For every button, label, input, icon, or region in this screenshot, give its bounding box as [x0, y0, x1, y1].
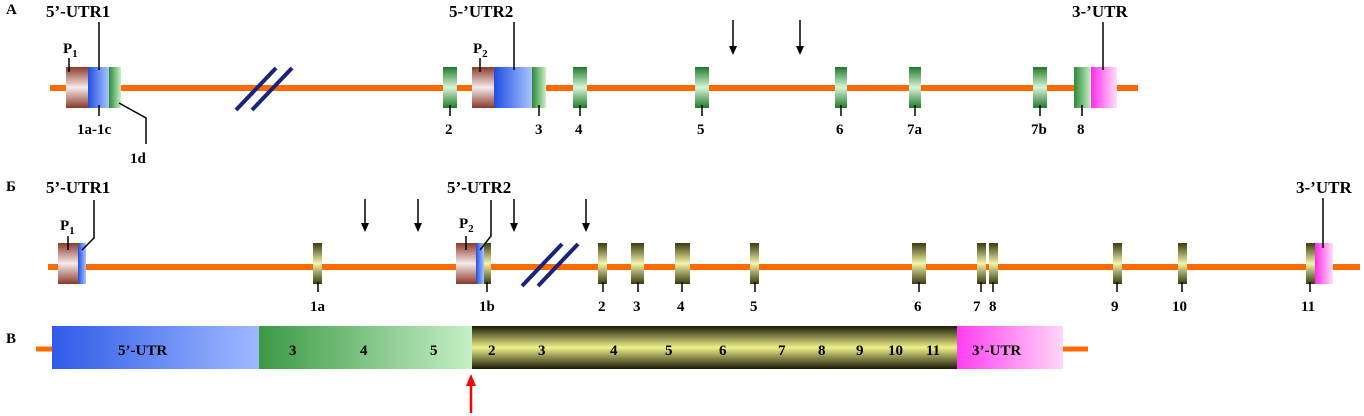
row-v-label-y8: 8 — [818, 343, 826, 359]
row-v-label-y10: 10 — [888, 343, 903, 359]
row-v-label-y6: 6 — [719, 343, 727, 359]
row-b-arrow-3 — [510, 199, 518, 232]
row-b-exon-1b — [484, 243, 491, 284]
row-a-exon-label-2: 2 — [445, 122, 453, 138]
row-a-exon-3 — [532, 67, 546, 108]
row-a-utr5-2-label: 5-’UTR2 — [449, 2, 513, 21]
row-v-red-arrow — [466, 374, 476, 413]
row-a-exon-4 — [573, 67, 587, 108]
row-a-exon-8 — [1074, 67, 1091, 108]
row-b-letter: Б — [6, 179, 16, 195]
row-b-exon-1a — [313, 243, 322, 284]
row-a-letter: А — [6, 2, 17, 18]
row-a-exon-label-6: 6 — [836, 122, 844, 138]
row-v-label-y7: 7 — [778, 343, 786, 359]
row-a-exon-label-7b: 7b — [1031, 122, 1047, 138]
row-a-promoter-2 — [472, 67, 494, 108]
row-b-utr5-1-label: 5’-UTR1 — [46, 178, 110, 197]
row-v-utr3-segment — [957, 326, 1063, 369]
row-b-exon-8 — [989, 243, 998, 284]
row-v-utr5-segment — [52, 326, 259, 369]
row-b-promoter-2 — [456, 243, 476, 284]
row-b-exon-11 — [1306, 243, 1315, 284]
row-a-exon-5 — [695, 67, 709, 108]
row-v-label-g5: 5 — [430, 343, 438, 359]
row-b-exon-6 — [912, 243, 926, 284]
row-a-exon-label-8: 8 — [1077, 122, 1085, 138]
row-a: А 5’-UTR1 5-’UTR2 3-’UTR P1 — [6, 2, 1138, 167]
row-a-exon-label-1a-1c: 1a-1c — [77, 122, 111, 138]
row-v-green-segment — [259, 326, 472, 369]
row-b-exon-10 — [1178, 243, 1187, 284]
row-b-exon-label-2: 2 — [598, 299, 606, 315]
row-b-utr5-1 — [78, 243, 86, 284]
row-b-exon-label-5: 5 — [750, 299, 758, 315]
row-b-arrow-4 — [582, 199, 590, 232]
row-b-exon-label-3: 3 — [633, 299, 641, 315]
row-b-exon-label-8: 8 — [989, 299, 997, 315]
row-a-utr5-1-label: 5’-UTR1 — [46, 2, 110, 21]
row-a-exon-7a — [909, 67, 921, 108]
row-v-label-g3: 3 — [289, 343, 297, 359]
row-b-exon-7 — [977, 243, 986, 284]
row-v-label-y5: 5 — [665, 343, 673, 359]
row-v-label-y4: 4 — [610, 343, 618, 359]
row-b-exon-label-6: 6 — [914, 299, 922, 315]
row-v-label-y11: 11 — [926, 343, 940, 359]
row-b-exon-label-1b: 1b — [479, 299, 495, 315]
row-b-arrow-2 — [414, 199, 422, 232]
row-a-arrow-1 — [729, 20, 737, 55]
row-a-arrow-2 — [796, 20, 804, 55]
row-b-exon-label-1a: 1a — [310, 299, 326, 315]
row-b-break-mark — [520, 242, 580, 288]
row-b-exon-label-4: 4 — [677, 299, 685, 315]
row-a-exon-label-3: 3 — [535, 122, 543, 138]
row-b-exon-label-9: 9 — [1111, 299, 1119, 315]
row-v-label-y3: 3 — [538, 343, 546, 359]
row-v-yellow-segment — [472, 326, 957, 369]
row-b-utr3-label: 3-’UTR — [1296, 178, 1352, 197]
row-a-utr5-1 — [88, 67, 109, 108]
row-a-exon-label-1d: 1d — [130, 151, 147, 167]
row-a-utr3-label: 3-’UTR — [1072, 2, 1128, 21]
row-v-label-utr3: 3’-UTR — [972, 343, 1021, 359]
row-a-p2-label: P2 — [473, 41, 488, 60]
row-a-promoter-1 — [66, 67, 88, 108]
row-a-exon-1d — [109, 67, 121, 108]
row-b-utr5-2 — [476, 243, 484, 284]
row-b-exon-3 — [631, 243, 644, 284]
row-a-break-mark — [234, 66, 294, 112]
row-a-exon-6 — [835, 67, 847, 108]
row-v-label-g4: 4 — [360, 343, 368, 359]
row-a-exon-label-5: 5 — [697, 122, 705, 138]
row-b-exon-label-11: 11 — [1301, 299, 1315, 315]
row-a-exon-label-7a: 7a — [907, 122, 923, 138]
row-a-exon-label-4: 4 — [575, 122, 583, 138]
row-b-p2-label: P2 — [459, 216, 474, 235]
row-a-exon-2 — [443, 67, 457, 108]
row-b-utr5-2-label: 5’-UTR2 — [447, 178, 511, 197]
row-v-label-y2: 2 — [488, 343, 496, 359]
row-a-p1-label: P1 — [63, 41, 78, 60]
row-a-exon-7b — [1033, 67, 1047, 108]
row-b-p1-label: P1 — [60, 218, 75, 237]
row-a-utr5-2 — [494, 67, 532, 108]
row-b-arrow-1 — [361, 199, 369, 232]
row-v-label-y9: 9 — [856, 343, 864, 359]
row-v-letter: В — [6, 331, 16, 347]
row-v: В 5’-UTR 3 4 5 2 3 4 5 6 7 8 9 10 11 3’-… — [6, 326, 1088, 413]
row-b-promoter-1 — [58, 243, 78, 284]
row-a-utr3 — [1091, 67, 1117, 108]
row-v-label-utr5: 5’-UTR — [118, 343, 167, 359]
row-b-exon-label-7: 7 — [973, 299, 981, 315]
row-b-exon-label-10: 10 — [1172, 299, 1187, 315]
row-b-exon-2 — [598, 243, 607, 284]
row-b-utr3 — [1315, 243, 1333, 284]
row-b-exon-4 — [675, 243, 690, 284]
row-b-exon-5 — [750, 243, 759, 284]
row-b: Б 5’-UTR1 5’-UTR2 3-’UTR — [6, 178, 1360, 315]
row-b-exon-9 — [1113, 243, 1122, 284]
